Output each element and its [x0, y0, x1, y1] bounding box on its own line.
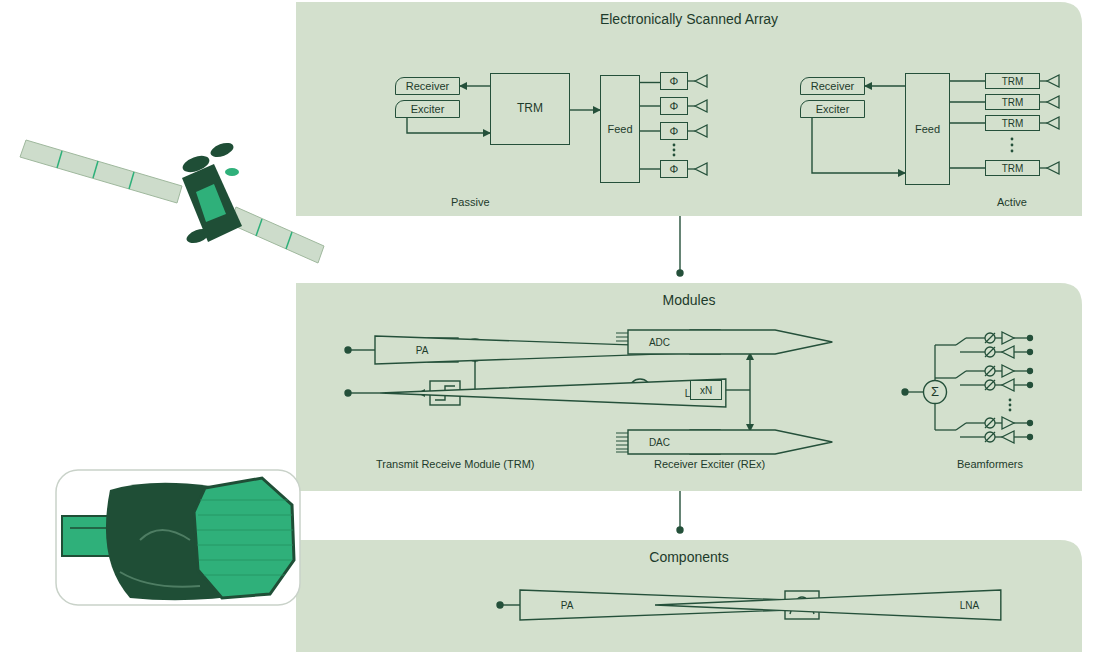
- block-box: Feed: [905, 73, 950, 185]
- unit-box: Exciter: [395, 100, 460, 118]
- signal-connector: [640, 168, 660, 169]
- block-box: Φ: [660, 97, 688, 115]
- signal-connector: [640, 105, 660, 106]
- converter-symbol: ADC: [628, 330, 832, 354]
- panel-title: Components: [296, 549, 1082, 565]
- block-box: TRM: [985, 160, 1040, 176]
- ellipsis-dots: [673, 138, 1014, 412]
- node-label: PA: [416, 345, 429, 356]
- node-label: Exciter: [816, 103, 850, 115]
- node-label: xN: [700, 385, 712, 396]
- unit-box: Receiver: [800, 77, 865, 95]
- signal-connector: [950, 101, 985, 102]
- block-box: xN: [690, 380, 722, 400]
- radar-illustration: [56, 470, 300, 605]
- signal-connector: [407, 118, 490, 133]
- signal-connector: [812, 118, 905, 173]
- signal-connector: [640, 82, 660, 83]
- amplifier-symbol: LNA: [655, 590, 1001, 620]
- panel-title: Electronically Scanned Array: [296, 11, 1082, 27]
- satellite-illustration: [20, 140, 324, 263]
- node-label: Feed: [607, 123, 632, 135]
- shape-outline: [655, 590, 1001, 620]
- antenna-elements: [688, 75, 1059, 175]
- shape-outline: [380, 379, 726, 407]
- caption-label: Beamformers: [957, 458, 1023, 470]
- block-box: Feed: [600, 75, 640, 183]
- block-box: Φ: [660, 122, 688, 140]
- node-label: DAC: [649, 437, 670, 448]
- amplifier-symbol: LNA: [380, 379, 726, 407]
- unit-box: Exciter: [800, 100, 865, 118]
- unit-box: Receiver: [395, 77, 460, 95]
- node-label: PA: [561, 600, 574, 611]
- node-label: Φ: [670, 125, 679, 137]
- caption-label: Transmit Receive Module (TRM): [376, 458, 535, 470]
- panel-grounds: [296, 2, 1082, 652]
- signal-connector: [950, 167, 985, 168]
- block-box: TRM: [985, 73, 1040, 89]
- panel-links: [677, 216, 683, 533]
- node-label: TRM: [1002, 163, 1024, 174]
- caption-label: Active: [997, 196, 1027, 208]
- converter-symbol: DAC: [628, 430, 832, 454]
- node-label: Σ: [931, 385, 939, 399]
- node-label: LNA: [960, 600, 979, 611]
- node-label: Feed: [915, 123, 940, 135]
- signal-connector: [950, 80, 985, 81]
- caption-label: Passive: [451, 196, 490, 208]
- signal-connector: [640, 130, 660, 131]
- node-label: TRM: [1002, 118, 1024, 129]
- node-label: Receiver: [406, 80, 449, 92]
- node-label: Exciter: [411, 103, 445, 115]
- node-label: TRM: [1002, 76, 1024, 87]
- block-box: TRM: [985, 94, 1040, 110]
- signal-connector: [570, 109, 600, 110]
- signal-connector: [460, 85, 490, 86]
- node-label: ADC: [649, 337, 670, 348]
- block-box: Φ: [660, 160, 688, 178]
- panel-title: Modules: [296, 292, 1082, 308]
- node-label: Φ: [670, 75, 679, 87]
- summer-symbol: Σ: [923, 380, 947, 404]
- node-label: TRM: [517, 102, 543, 115]
- node-label: Φ: [670, 100, 679, 112]
- node-label: TRM: [1002, 97, 1024, 108]
- node-label: Φ: [670, 163, 679, 175]
- caption-label: Receiver Exciter (REx): [654, 458, 765, 470]
- block-box: TRM: [490, 73, 570, 145]
- signal-connector: [950, 122, 985, 123]
- section-panel: ComponentsPA LNA: [296, 540, 1082, 652]
- section-panel: Electronically Scanned ArrayReceiverExci…: [296, 2, 1082, 216]
- block-box: TRM: [985, 115, 1040, 131]
- node-label: Receiver: [811, 80, 854, 92]
- signal-connector: [865, 85, 905, 86]
- block-box: Φ: [660, 72, 688, 90]
- beamformer-wiring: [902, 332, 1033, 443]
